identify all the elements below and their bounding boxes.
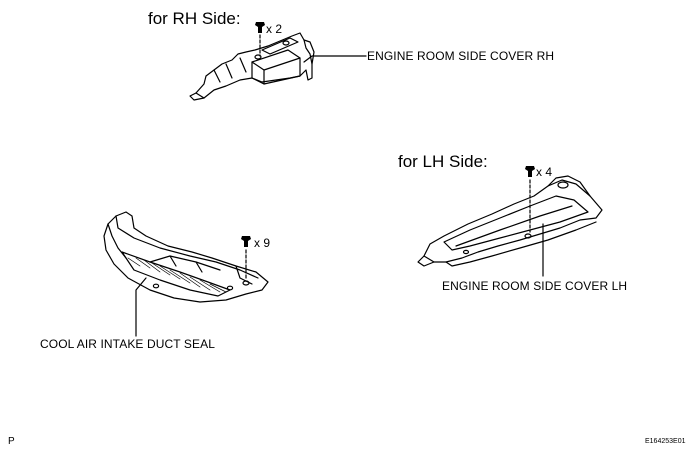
rh-clip-quantity: x 2 (266, 22, 283, 36)
seal-part-label: COOL AIR INTAKE DUCT SEAL (40, 337, 215, 351)
clip-icon-rh (255, 22, 265, 33)
lh-part-label: ENGINE ROOM SIDE COVER LH (442, 279, 628, 293)
figure-id: E164253E01 (645, 438, 686, 445)
seal-clip-quantity: x 9 (254, 236, 271, 250)
lh-side-heading: for LH Side: (398, 152, 488, 171)
clip-icon-lh (525, 166, 535, 177)
clip-icon-seal (241, 236, 251, 247)
rh-part-label: ENGINE ROOM SIDE COVER RH (367, 49, 555, 63)
cool-air-intake-duct-seal (103, 211, 269, 337)
lh-clip-quantity: x 4 (536, 165, 553, 179)
engine-room-side-cover-lh (417, 175, 603, 277)
engine-room-side-cover-rh (189, 32, 367, 101)
rh-side-heading: for RH Side: (148, 9, 241, 28)
footer-left-mark: P (8, 436, 15, 447)
